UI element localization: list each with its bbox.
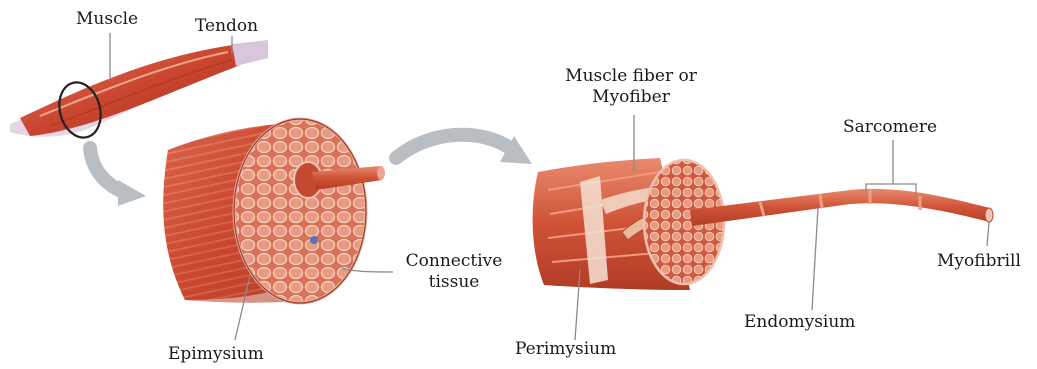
- arrow-head-1: [118, 180, 146, 206]
- whole-muscle: [10, 40, 268, 142]
- leader-myofibrill: [987, 222, 989, 246]
- label-sarcomere: Sarcomere: [843, 117, 937, 138]
- muscle-cross-section: [163, 119, 385, 303]
- label-muscle-fiber: Muscle fiber or Myofiber: [556, 66, 706, 108]
- label-muscle: Muscle: [76, 9, 138, 30]
- label-endomysium: Endomysium: [744, 312, 855, 333]
- label-perimysium: Perimysium: [515, 339, 616, 360]
- arrow-fascicle-to-fiber: [396, 135, 510, 158]
- label-muscle-fiber-line1: Muscle fiber or: [556, 66, 706, 87]
- label-connective-line1: Connective: [398, 251, 510, 272]
- label-connective-line2: tissue: [398, 272, 510, 293]
- label-muscle-fiber-line2: Myofiber: [556, 87, 706, 108]
- label-tendon: Tendon: [195, 16, 258, 37]
- label-myofibrill: Myofibrill: [937, 251, 1021, 272]
- leader-endomysium: [812, 208, 818, 310]
- label-epimysium: Epimysium: [168, 344, 264, 365]
- label-connective-tissue: Connective tissue: [398, 251, 510, 293]
- fascicle-bundle: [533, 158, 993, 290]
- leader-sarcomere: [866, 140, 916, 194]
